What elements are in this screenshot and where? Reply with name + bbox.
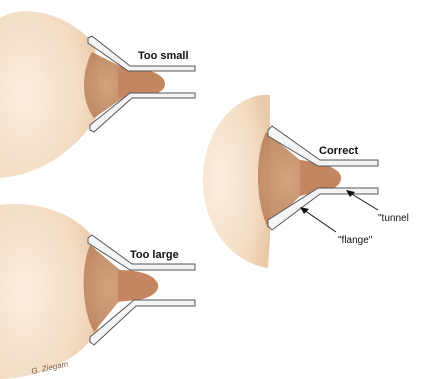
flange-correct [267, 125, 379, 167]
flange-too-small-lower [89, 92, 196, 133]
nipple-too-small [118, 67, 166, 98]
tunnel-arrow [349, 192, 379, 211]
flange-too-large-lower [89, 299, 196, 346]
flange-arrow [303, 209, 337, 233]
label-too-small: Too small [138, 50, 189, 62]
too-large-illustration [0, 204, 196, 379]
areola-too-large [83, 245, 150, 332]
areola-correct [257, 132, 330, 228]
nipple-too-large [118, 270, 159, 302]
too-small-illustration [0, 11, 196, 179]
breast-too-small [0, 11, 100, 179]
label-correct: Correct [319, 145, 358, 157]
tunnel-arrowhead [346, 190, 355, 197]
breast-too-large [0, 204, 98, 379]
flange-arrowhead [300, 207, 309, 214]
breast-correct [202, 94, 270, 269]
label-flange: "flange" [338, 235, 373, 246]
label-tunnel: "tunnel [378, 213, 409, 224]
flange-too-small [87, 35, 196, 72]
nipple-correct [300, 160, 342, 196]
flange-too-large [87, 234, 196, 271]
flange-correct-lower [267, 187, 379, 231]
correct-illustration [202, 94, 379, 269]
label-too-large: Too large [130, 249, 179, 261]
